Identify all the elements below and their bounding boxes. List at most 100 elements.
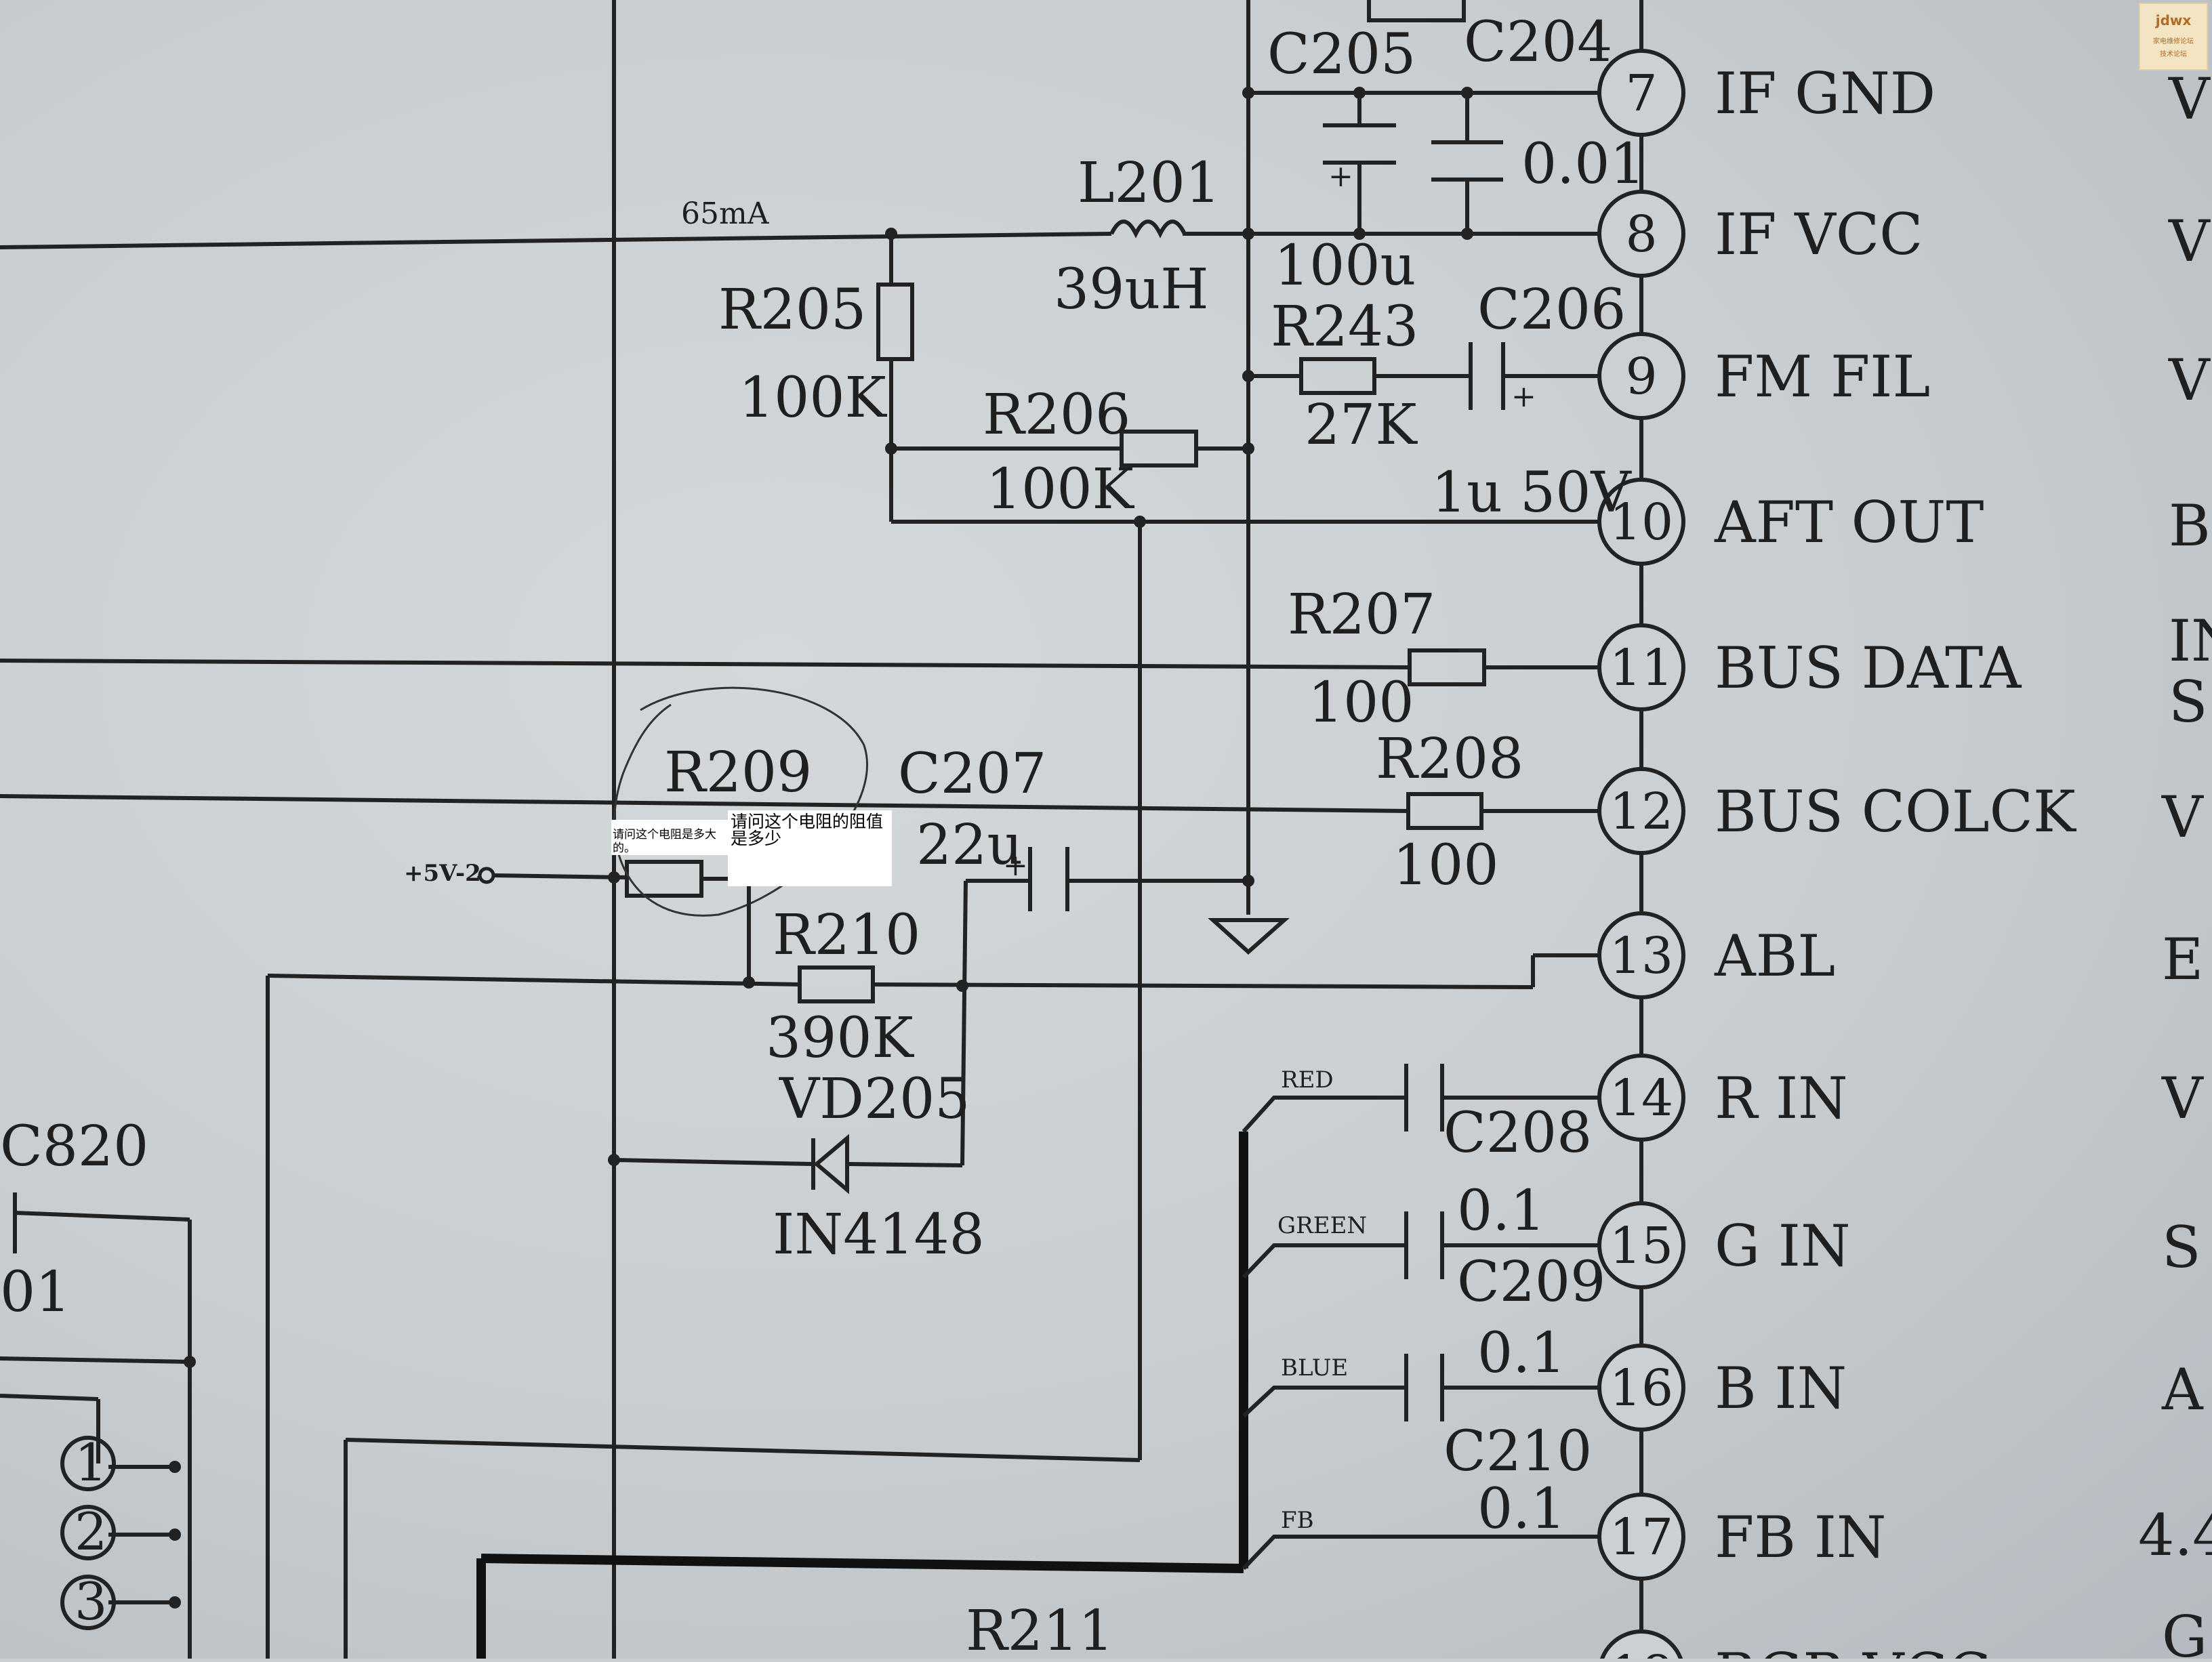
pin-16-number: 16 <box>1610 1359 1673 1417</box>
c210-label: C210 <box>1443 1419 1592 1484</box>
r210-resistor <box>798 965 875 1003</box>
c207-value: 22u <box>916 813 1023 877</box>
pin-14-circle <box>1597 1054 1685 1142</box>
right-edge-label: G <box>2162 1604 2207 1659</box>
annotation-small: 请问这个电阻是多大的。 <box>611 820 728 855</box>
vd205-type: IN4148 <box>773 1203 985 1267</box>
ground-symbol <box>1208 918 1290 955</box>
c205-value: 100u <box>1274 234 1416 298</box>
pin-17-circle <box>1597 1493 1685 1581</box>
connector-pin-label: 3 <box>75 1571 107 1632</box>
c820-label: C820 <box>0 1115 148 1179</box>
pin-15-number: 15 <box>1610 1217 1673 1275</box>
pin-9-name: FM FIL <box>1715 344 1930 410</box>
vd205-label: VD205 <box>779 1067 970 1131</box>
logo-subtitle-2: 技术论坛 <box>2160 51 2187 58</box>
r207-value: 100 <box>1308 671 1414 735</box>
right-edge-label: S- <box>2169 669 2212 735</box>
top-component <box>1367 0 1466 22</box>
c209-value: 0.1 <box>1457 1179 1545 1243</box>
svg-text:+: + <box>1511 379 1536 414</box>
right-edge-labels: V V V B INS- V E V S A 4.4G <box>2138 66 2212 1662</box>
pin-11-name: BUS DATA <box>1715 635 2022 701</box>
right-edge-label: IN <box>2169 608 2212 674</box>
l201-value: 39uH <box>1054 257 1209 322</box>
pin-15-circle <box>1597 1201 1685 1289</box>
c204-label: C204 <box>1464 10 1612 75</box>
svg-text:+: + <box>1328 159 1353 194</box>
l201-label: L201 <box>1078 151 1221 215</box>
right-edge-label: E <box>2162 926 2203 993</box>
pin-9-number: 9 <box>1625 348 1657 406</box>
r208-label: R208 <box>1376 727 1523 791</box>
r205-value: 100K <box>739 366 888 430</box>
connector-pin-circle <box>60 1575 116 1630</box>
right-edge-label: A <box>2161 1356 2204 1423</box>
pin-16-circle <box>1597 1344 1685 1432</box>
right-edge-label: V <box>2161 1065 2204 1131</box>
supply-label: +5V-2 <box>404 860 481 887</box>
r211-label: R211 <box>966 1599 1113 1659</box>
c204-value: 0.01 <box>1521 132 1645 196</box>
r209-label: R209 <box>664 741 812 805</box>
pin-8-number: 8 <box>1625 205 1657 264</box>
r243-label: R243 <box>1271 295 1418 359</box>
logo-subtitle: 家电维修论坛 <box>2153 38 2194 45</box>
pin-11-circle <box>1597 623 1685 711</box>
pin-10-name: AFT OUT <box>1714 489 1984 556</box>
abl-wire <box>267 974 800 986</box>
pin-17-name: FB IN <box>1715 1504 1886 1571</box>
forum-logo: jdwx 家电维修论坛 技术论坛 <box>2139 3 2208 70</box>
l201-inductor <box>1109 220 1187 238</box>
signal-green-label: GREEN <box>1277 1212 1367 1239</box>
svg-text:+: + <box>1003 848 1028 883</box>
signal-red-label: RED <box>1281 1066 1334 1094</box>
signal-fb-label: FB <box>1281 1507 1314 1534</box>
logo-title: jdwx <box>2155 12 2192 28</box>
pin-12-name: BUS COLCK <box>1715 778 2077 845</box>
c208-label: C208 <box>1443 1101 1592 1165</box>
pin12-wire <box>0 794 1409 813</box>
r210-value: 390K <box>766 1006 915 1071</box>
r207-resistor <box>1408 648 1486 686</box>
pin-7-circle <box>1597 49 1685 137</box>
pin11-wire <box>0 659 1410 669</box>
r243-resistor <box>1299 357 1376 395</box>
cfb-value: 0.1 <box>1477 1477 1565 1541</box>
annotation-large: 请问这个电阻的阻值是多少 <box>728 810 892 886</box>
right-edge-label: V <box>2168 208 2211 274</box>
r208-value: 100 <box>1393 833 1499 898</box>
right-edge-label: B <box>2169 493 2211 559</box>
r210-label: R210 <box>773 903 920 968</box>
vd205-diode <box>813 1134 849 1194</box>
supply-terminal <box>478 867 495 884</box>
r207-label: R207 <box>1288 583 1435 647</box>
right-edge-label: V <box>2168 347 2211 413</box>
pin-7-number: 7 <box>1625 64 1657 123</box>
right-edge-label: S <box>2162 1214 2201 1281</box>
pin-18-circle <box>1599 1629 1684 1662</box>
pin-16-name: B IN <box>1715 1355 1847 1421</box>
hand-drawn-circle <box>613 686 869 917</box>
connector-pin-circle <box>60 1436 116 1491</box>
pin-10-circle <box>1597 478 1685 566</box>
pin-10-number: 10 <box>1610 493 1673 552</box>
pin-8-name: IF VCC <box>1715 201 1923 268</box>
pin-13-circle <box>1597 911 1685 999</box>
pin-12-circle <box>1597 767 1685 855</box>
pin-8-circle <box>1597 190 1685 278</box>
pin-7-name: IF GND <box>1715 60 1936 127</box>
pin-13-number: 13 <box>1610 927 1673 985</box>
right-edge-label: V <box>2161 784 2204 850</box>
connector-pin-label: 2 <box>75 1501 107 1562</box>
vcc-wire <box>0 232 1112 249</box>
c205-label: C205 <box>1267 22 1416 87</box>
c209-label: C209 <box>1457 1250 1605 1314</box>
r205-resistor <box>876 283 914 361</box>
right-edge-label: 4.4 <box>2138 1502 2212 1568</box>
right-edge-label: V <box>2168 66 2211 132</box>
pin-18-name: RGB VCC <box>1715 1641 1991 1659</box>
